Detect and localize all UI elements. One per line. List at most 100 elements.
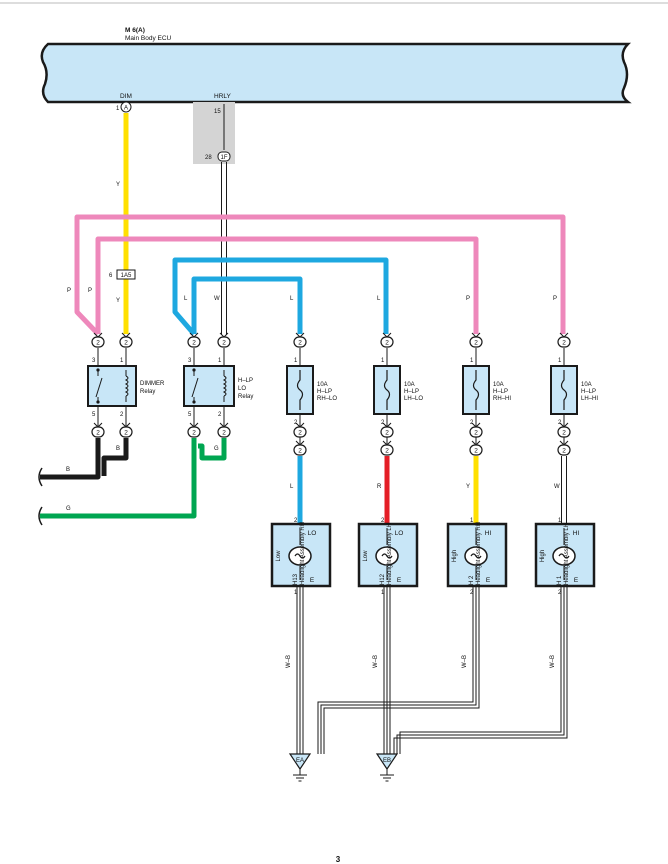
svg-text:G: G xyxy=(214,446,219,452)
svg-text:B: B xyxy=(66,467,70,473)
svg-text:E: E xyxy=(486,577,491,584)
svg-text:1: 1 xyxy=(218,358,222,364)
svg-text:H–LP: H–LP xyxy=(404,389,419,395)
page-number: 3 xyxy=(336,855,341,864)
svg-text:E: E xyxy=(574,577,579,584)
svg-text:2: 2 xyxy=(218,412,222,418)
dim-pin-marker: A 1 xyxy=(116,101,132,113)
svg-text:W–B: W–B xyxy=(286,655,292,668)
svg-text:2: 2 xyxy=(562,430,566,437)
svg-text:Headlight Assembly LH: Headlight Assembly LH xyxy=(564,523,570,585)
svg-text:W: W xyxy=(554,484,560,490)
svg-text:10A: 10A xyxy=(581,382,592,388)
svg-text:2: 2 xyxy=(381,518,385,524)
svg-text:Headlight Assembly RH: Headlight Assembly RH xyxy=(476,522,482,585)
svg-text:A: A xyxy=(124,106,128,112)
svg-text:Relay: Relay xyxy=(140,389,155,395)
svg-text:Y: Y xyxy=(466,484,470,490)
svg-text:2: 2 xyxy=(298,340,302,347)
wire-green-g-jumper xyxy=(198,438,227,461)
dimmer-relay: 3 1 5 2 DIMMER Relay xyxy=(87,358,165,418)
svg-text:W: W xyxy=(214,296,220,302)
connector-pill: 2 xyxy=(557,332,571,348)
connector-pill: 2 xyxy=(380,440,394,456)
svg-text:EA: EA xyxy=(296,758,304,764)
svg-text:2: 2 xyxy=(381,420,385,426)
connector-pill: 2 xyxy=(217,332,231,348)
svg-text:L: L xyxy=(290,484,294,490)
svg-text:2: 2 xyxy=(294,518,298,524)
svg-text:1A5: 1A5 xyxy=(121,273,132,279)
svg-text:P: P xyxy=(466,296,470,302)
svg-text:1: 1 xyxy=(558,358,562,364)
svg-text:2: 2 xyxy=(562,340,566,347)
svg-text:G: G xyxy=(66,506,71,512)
svg-text:HI: HI xyxy=(573,530,580,537)
svg-text:Low: Low xyxy=(363,550,369,562)
svg-text:2: 2 xyxy=(96,340,100,347)
svg-text:2: 2 xyxy=(385,430,389,437)
wire-black-b-jumper xyxy=(101,438,129,476)
svg-text:H13: H13 xyxy=(293,573,299,585)
svg-text:RH–HI: RH–HI xyxy=(493,396,511,402)
svg-text:Y: Y xyxy=(116,182,120,188)
svg-text:P: P xyxy=(88,288,92,294)
svg-text:2: 2 xyxy=(474,448,478,455)
connector-pill: 2 xyxy=(469,422,483,438)
svg-text:5: 5 xyxy=(188,412,192,418)
svg-text:10A: 10A xyxy=(493,382,504,388)
svg-text:1: 1 xyxy=(470,358,474,364)
svg-text:LH–HI: LH–HI xyxy=(581,396,598,402)
wire-green-g xyxy=(40,438,197,519)
ground-eb: EB xyxy=(375,753,399,782)
connector-pill: 2 xyxy=(557,440,571,456)
dim-pin-label: DIM xyxy=(120,93,132,100)
svg-text:L: L xyxy=(184,296,188,302)
ecu-name: Main Body ECU xyxy=(125,35,172,42)
svg-text:HI: HI xyxy=(485,530,492,537)
svg-text:1: 1 xyxy=(120,358,124,364)
wire-black-b xyxy=(40,438,101,480)
hlp-lo-relay: 3 1 5 2 H–LP LO Relay xyxy=(183,358,253,418)
wire-color-labels: Y Y P P P P L L L W L R Y W B B G G W–B … xyxy=(66,182,560,668)
connector-pill: 2 xyxy=(119,422,133,438)
svg-text:H 2: H 2 xyxy=(469,575,475,585)
svg-text:Low: Low xyxy=(276,550,282,562)
wire-pink-inner xyxy=(95,236,479,334)
svg-text:E: E xyxy=(397,577,402,584)
svg-text:Y: Y xyxy=(116,298,120,304)
wire-blue-inner xyxy=(191,276,303,334)
connector-pill: 2 xyxy=(293,332,307,348)
svg-text:2: 2 xyxy=(298,448,302,455)
svg-text:E: E xyxy=(310,577,315,584)
connector-pill: 2 xyxy=(380,332,394,348)
wire-white-h1 xyxy=(561,456,567,524)
connector-pill: 2 xyxy=(380,422,394,438)
svg-text:2: 2 xyxy=(192,430,196,437)
svg-text:H 1: H 1 xyxy=(557,575,563,585)
svg-text:1: 1 xyxy=(381,590,385,596)
svg-text:1: 1 xyxy=(116,106,120,112)
hrly-pin-label: HRLY xyxy=(214,93,232,100)
svg-text:2: 2 xyxy=(385,448,389,455)
svg-text:2: 2 xyxy=(298,430,302,437)
svg-text:2: 2 xyxy=(470,590,474,596)
connector-pill: 2 xyxy=(293,422,307,438)
svg-text:2: 2 xyxy=(96,430,100,437)
ground-ea: EA xyxy=(288,753,312,782)
svg-text:High: High xyxy=(452,550,458,562)
connector-pill: 2 xyxy=(469,440,483,456)
svg-text:1F: 1F xyxy=(220,155,227,161)
svg-text:W–B: W–B xyxy=(373,655,379,668)
svg-text:Headlight Assembly RH: Headlight Assembly RH xyxy=(300,522,306,585)
svg-text:LO: LO xyxy=(238,386,246,392)
wire-pink-outer xyxy=(74,214,566,336)
svg-text:6: 6 xyxy=(109,273,113,279)
